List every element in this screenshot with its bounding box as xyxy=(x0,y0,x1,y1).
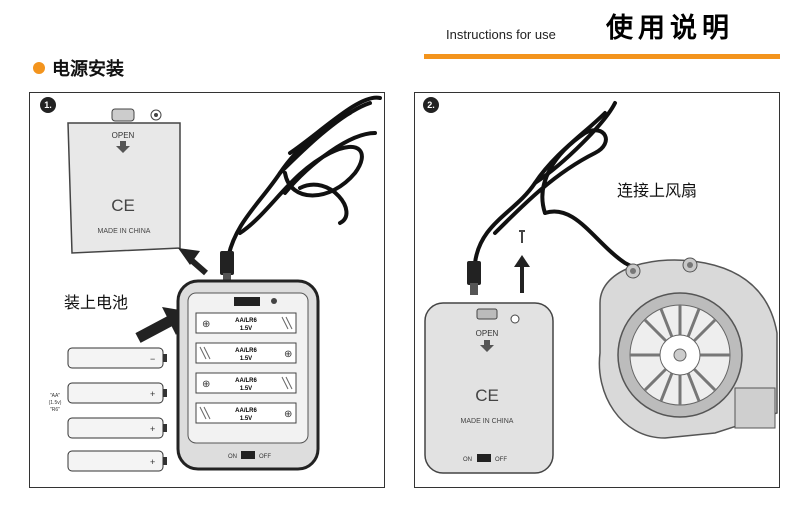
cable-plug-icon xyxy=(220,251,234,283)
section-bullet-icon xyxy=(33,62,45,74)
battery-side-note-3: "R6" xyxy=(50,407,60,413)
connect-fan-label: 连接上风扇 xyxy=(617,181,698,200)
battery-icon: + xyxy=(67,417,167,439)
battery-slot-2: AA/LR6 1.5V ⊕ xyxy=(195,342,297,364)
svg-text:AA/LR6: AA/LR6 xyxy=(235,348,257,354)
header-title: 使用说明 xyxy=(606,13,734,44)
box-power-switch: ON OFF xyxy=(228,451,271,460)
step1-panel: 1. OPEN CE MADE IN CHINA xyxy=(29,92,385,488)
blower-fan xyxy=(598,257,778,439)
svg-text:1.5V: 1.5V xyxy=(240,416,252,422)
power-cable xyxy=(226,95,382,260)
section-title: 电源安装 xyxy=(52,59,124,80)
battery-slot-4: AA/LR6 1.5V ⊕ xyxy=(195,402,297,424)
svg-text:+: + xyxy=(150,457,155,467)
svg-text:AA/LR6: AA/LR6 xyxy=(235,378,257,384)
battery-icon: + xyxy=(67,382,167,404)
svg-text:OFF: OFF xyxy=(495,457,507,463)
box-arrow-icon xyxy=(480,340,494,352)
cover-open-text: OPEN xyxy=(112,131,135,140)
cable-plug-icon xyxy=(467,261,481,295)
battery-icon: − xyxy=(67,347,167,369)
box-made-in: MADE IN CHINA xyxy=(461,418,514,425)
battery-cover: OPEN CE MADE IN CHINA xyxy=(67,108,181,254)
svg-text:ON: ON xyxy=(463,457,472,463)
svg-text:1.5V: 1.5V xyxy=(240,356,252,362)
svg-text:ON: ON xyxy=(228,454,237,460)
install-battery-label: 装上电池 xyxy=(64,293,129,312)
remove-cover-arrow-icon xyxy=(178,248,208,276)
battery-side-note-2: (1.5v) xyxy=(49,400,62,406)
svg-text:1.5V: 1.5V xyxy=(240,326,252,332)
battery-slot-1: AA/LR6 1.5V ⊕ xyxy=(195,312,297,334)
svg-text:OFF: OFF xyxy=(259,454,271,460)
svg-text:⊕: ⊕ xyxy=(202,379,210,390)
step2-number: 2. xyxy=(423,97,439,113)
cover-arrow-icon xyxy=(116,141,130,153)
svg-text:⊕: ⊕ xyxy=(284,409,292,420)
loose-batteries: − + + + "AA" (1.5v) "R6" xyxy=(49,347,167,472)
svg-text:+: + xyxy=(150,424,155,434)
box-ce-mark: CE xyxy=(475,386,499,405)
battery-slot-3: AA/LR6 1.5V ⊕ xyxy=(195,372,297,394)
step2-illustration: OPEN CE MADE IN CHINA ON OFF xyxy=(424,101,778,474)
cover-ce-mark: CE xyxy=(111,196,135,215)
svg-text:⊕: ⊕ xyxy=(284,349,292,360)
svg-text:−: − xyxy=(150,354,155,364)
svg-text:1.5V: 1.5V xyxy=(240,386,252,392)
header-subtitle: Instructions for use xyxy=(446,27,556,42)
battery-side-note-1: "AA" xyxy=(50,393,60,399)
header-underline xyxy=(424,54,780,59)
svg-text:⊕: ⊕ xyxy=(202,319,210,330)
svg-text:AA/LR6: AA/LR6 xyxy=(235,318,257,324)
battery-box-closed: OPEN CE MADE IN CHINA ON OFF xyxy=(424,302,554,474)
battery-icon: + xyxy=(67,450,167,472)
step1-illustration: OPEN CE MADE IN CHINA AA/LR6 1.5V ⊕ xyxy=(49,95,382,472)
svg-text:AA/LR6: AA/LR6 xyxy=(235,408,257,414)
step2-panel: 2. OPEN CE MADE IN CHINA xyxy=(414,92,780,488)
battery-box: AA/LR6 1.5V ⊕ AA/LR6 1.5V ⊕ AA/LR6 1.5V … xyxy=(176,279,320,471)
step1-number: 1. xyxy=(40,97,56,113)
box-power-switch: ON OFF xyxy=(463,454,507,463)
box-open-text: OPEN xyxy=(476,329,499,338)
connect-arrow-icon xyxy=(514,230,530,293)
cover-made-in: MADE IN CHINA xyxy=(98,228,151,235)
svg-text:+: + xyxy=(150,389,155,399)
